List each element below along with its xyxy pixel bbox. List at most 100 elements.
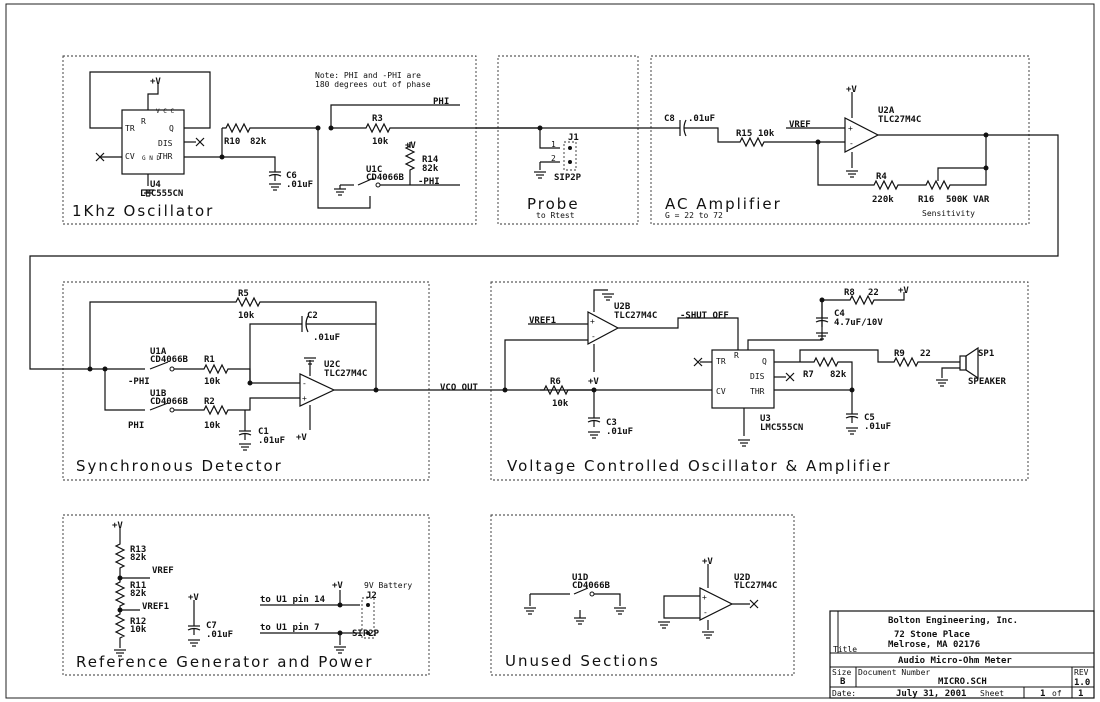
section-title-vco: Voltage Controlled Oscillator & Amplifie… [507,457,892,475]
svg-text:Document Number: Document Number [858,668,930,677]
svg-text:PHI: PHI [128,421,144,431]
svg-text:SIP2P: SIP2P [352,629,380,639]
section-box-vco [490,281,1029,481]
probe-subtitle: to Rtest [536,211,575,220]
u3-chip [711,349,775,409]
svg-text:R8: R8 [844,288,855,298]
svg-text:-PHI: -PHI [418,177,440,187]
svg-text:U2A: U2A [878,106,895,116]
company-address2: Melrose, MA 02176 [888,640,980,650]
svg-text:.01uF: .01uF [688,114,715,124]
svg-text:R1: R1 [204,355,215,365]
section-title-unused: Unused Sections [505,652,660,670]
document-number: MICRO.SCH [938,677,987,687]
note-line1: Note: PHI and -PHI are [315,71,421,80]
svg-text:V C C: V C C [156,108,174,115]
svg-text:TR: TR [716,357,726,366]
svg-text:Size: Size [832,668,851,677]
svg-text:SP1: SP1 [978,349,994,359]
svg-text:82k: 82k [422,164,439,174]
svg-text:CV: CV [125,152,135,161]
svg-text:TLC27M4C: TLC27M4C [324,369,367,379]
oscillator-circuit: TR R Q DIS CV THR V C C G N D U4 LMC555C… [89,71,540,209]
svg-text:10k: 10k [204,377,221,387]
svg-text:+V: +V [296,433,307,443]
j2-connector [361,597,375,639]
drawing-date: July 31, 2001 [896,689,966,699]
svg-text:-SHUT OFF: -SHUT OFF [680,311,729,321]
j1-connector [563,141,577,171]
u4-chip [121,109,185,175]
drawing-title: Audio Micro-Ohm Meter [898,655,1012,666]
svg-text:REV: REV [1074,668,1089,677]
sheet-border [5,3,1095,699]
svg-text:82k: 82k [830,370,847,380]
svg-text:CD4066B: CD4066B [366,173,405,183]
svg-text:+V: +V [332,581,343,591]
svg-text:CD4066B: CD4066B [150,355,189,365]
svg-text:.01uF: .01uF [864,422,891,432]
svg-text:+V: +V [702,557,713,567]
svg-text:+V: +V [405,141,416,151]
section-title-oscillator: 1Khz Oscillator [72,202,214,220]
svg-text:.01uF: .01uF [313,333,340,343]
section-title-reference: Reference Generator and Power [76,653,374,671]
svg-text:J1: J1 [568,133,579,143]
svg-text:U1C: U1C [366,165,382,175]
svg-text:+: + [590,317,595,326]
svg-text:Sensitivity: Sensitivity [922,209,975,218]
svg-text:R13: R13 [130,545,146,555]
svg-text:R10: R10 [224,137,240,147]
svg-text:C6: C6 [286,171,297,181]
reference-circuit: +V VREF VREF1 R13 82k R11 82k R12 10k +V… [112,521,412,657]
svg-text:10k: 10k [238,311,255,321]
svg-text:Title: Title [833,645,857,654]
svg-text:R15: R15 [736,129,752,139]
svg-text:U1A: U1A [150,347,167,357]
svg-text:22: 22 [868,288,879,298]
svg-text:10k: 10k [552,399,569,409]
svg-text:R3: R3 [372,114,383,124]
svg-text:500K VAR: 500K VAR [946,195,990,205]
section-title-sync: Synchronous Detector [76,457,283,475]
svg-text:U1B: U1B [150,389,167,399]
svg-text:.01uF: .01uF [606,427,633,437]
svg-text:Sheet: Sheet [980,689,1004,698]
svg-text:VCO OUT: VCO OUT [440,383,479,393]
svg-text:to U1 pin 7: to U1 pin 7 [260,622,320,633]
section-box-amplifier [650,55,1030,225]
svg-text:DIS: DIS [158,139,173,148]
svg-text:LMC555CN: LMC555CN [760,423,803,433]
revision: 1.0 [1074,678,1090,688]
svg-text:2: 2 [551,154,556,163]
svg-text:R7: R7 [803,370,814,380]
svg-text:R4: R4 [876,172,887,182]
svg-text:CD4066B: CD4066B [150,397,189,407]
svg-text:SIP2P: SIP2P [554,173,582,183]
svg-text:220k: 220k [872,195,894,205]
svg-text:C7: C7 [206,621,217,631]
u4-value: LMC555CN [140,189,183,199]
section-box-oscillator [62,55,477,225]
svg-text:-: - [591,332,596,341]
svg-text:B: B [840,677,846,687]
svg-text:C1: C1 [258,427,269,437]
u2b-opamp [587,311,620,345]
svg-text:+V: +V [898,286,909,296]
company-name: Bolton Engineering, Inc. [888,615,1018,626]
svg-text:-: - [849,139,854,148]
svg-text:Date:: Date: [832,689,856,698]
svg-text:R5: R5 [238,289,249,299]
note-line2: 180 degrees out of phase [315,80,431,89]
svg-text:Q: Q [169,124,174,133]
svg-text:PHI: PHI [433,97,449,107]
svg-text:9V Battery: 9V Battery [364,581,412,590]
svg-text:C4: C4 [834,309,845,319]
svg-text:U2D: U2D [734,573,751,583]
svg-text:+: + [702,593,707,602]
svg-text:82k: 82k [130,589,147,599]
svg-text:VREF: VREF [152,566,174,576]
svg-text:of: of [1052,689,1062,698]
svg-text:TLC27M4C: TLC27M4C [614,311,657,321]
svg-text:R14: R14 [422,155,439,165]
